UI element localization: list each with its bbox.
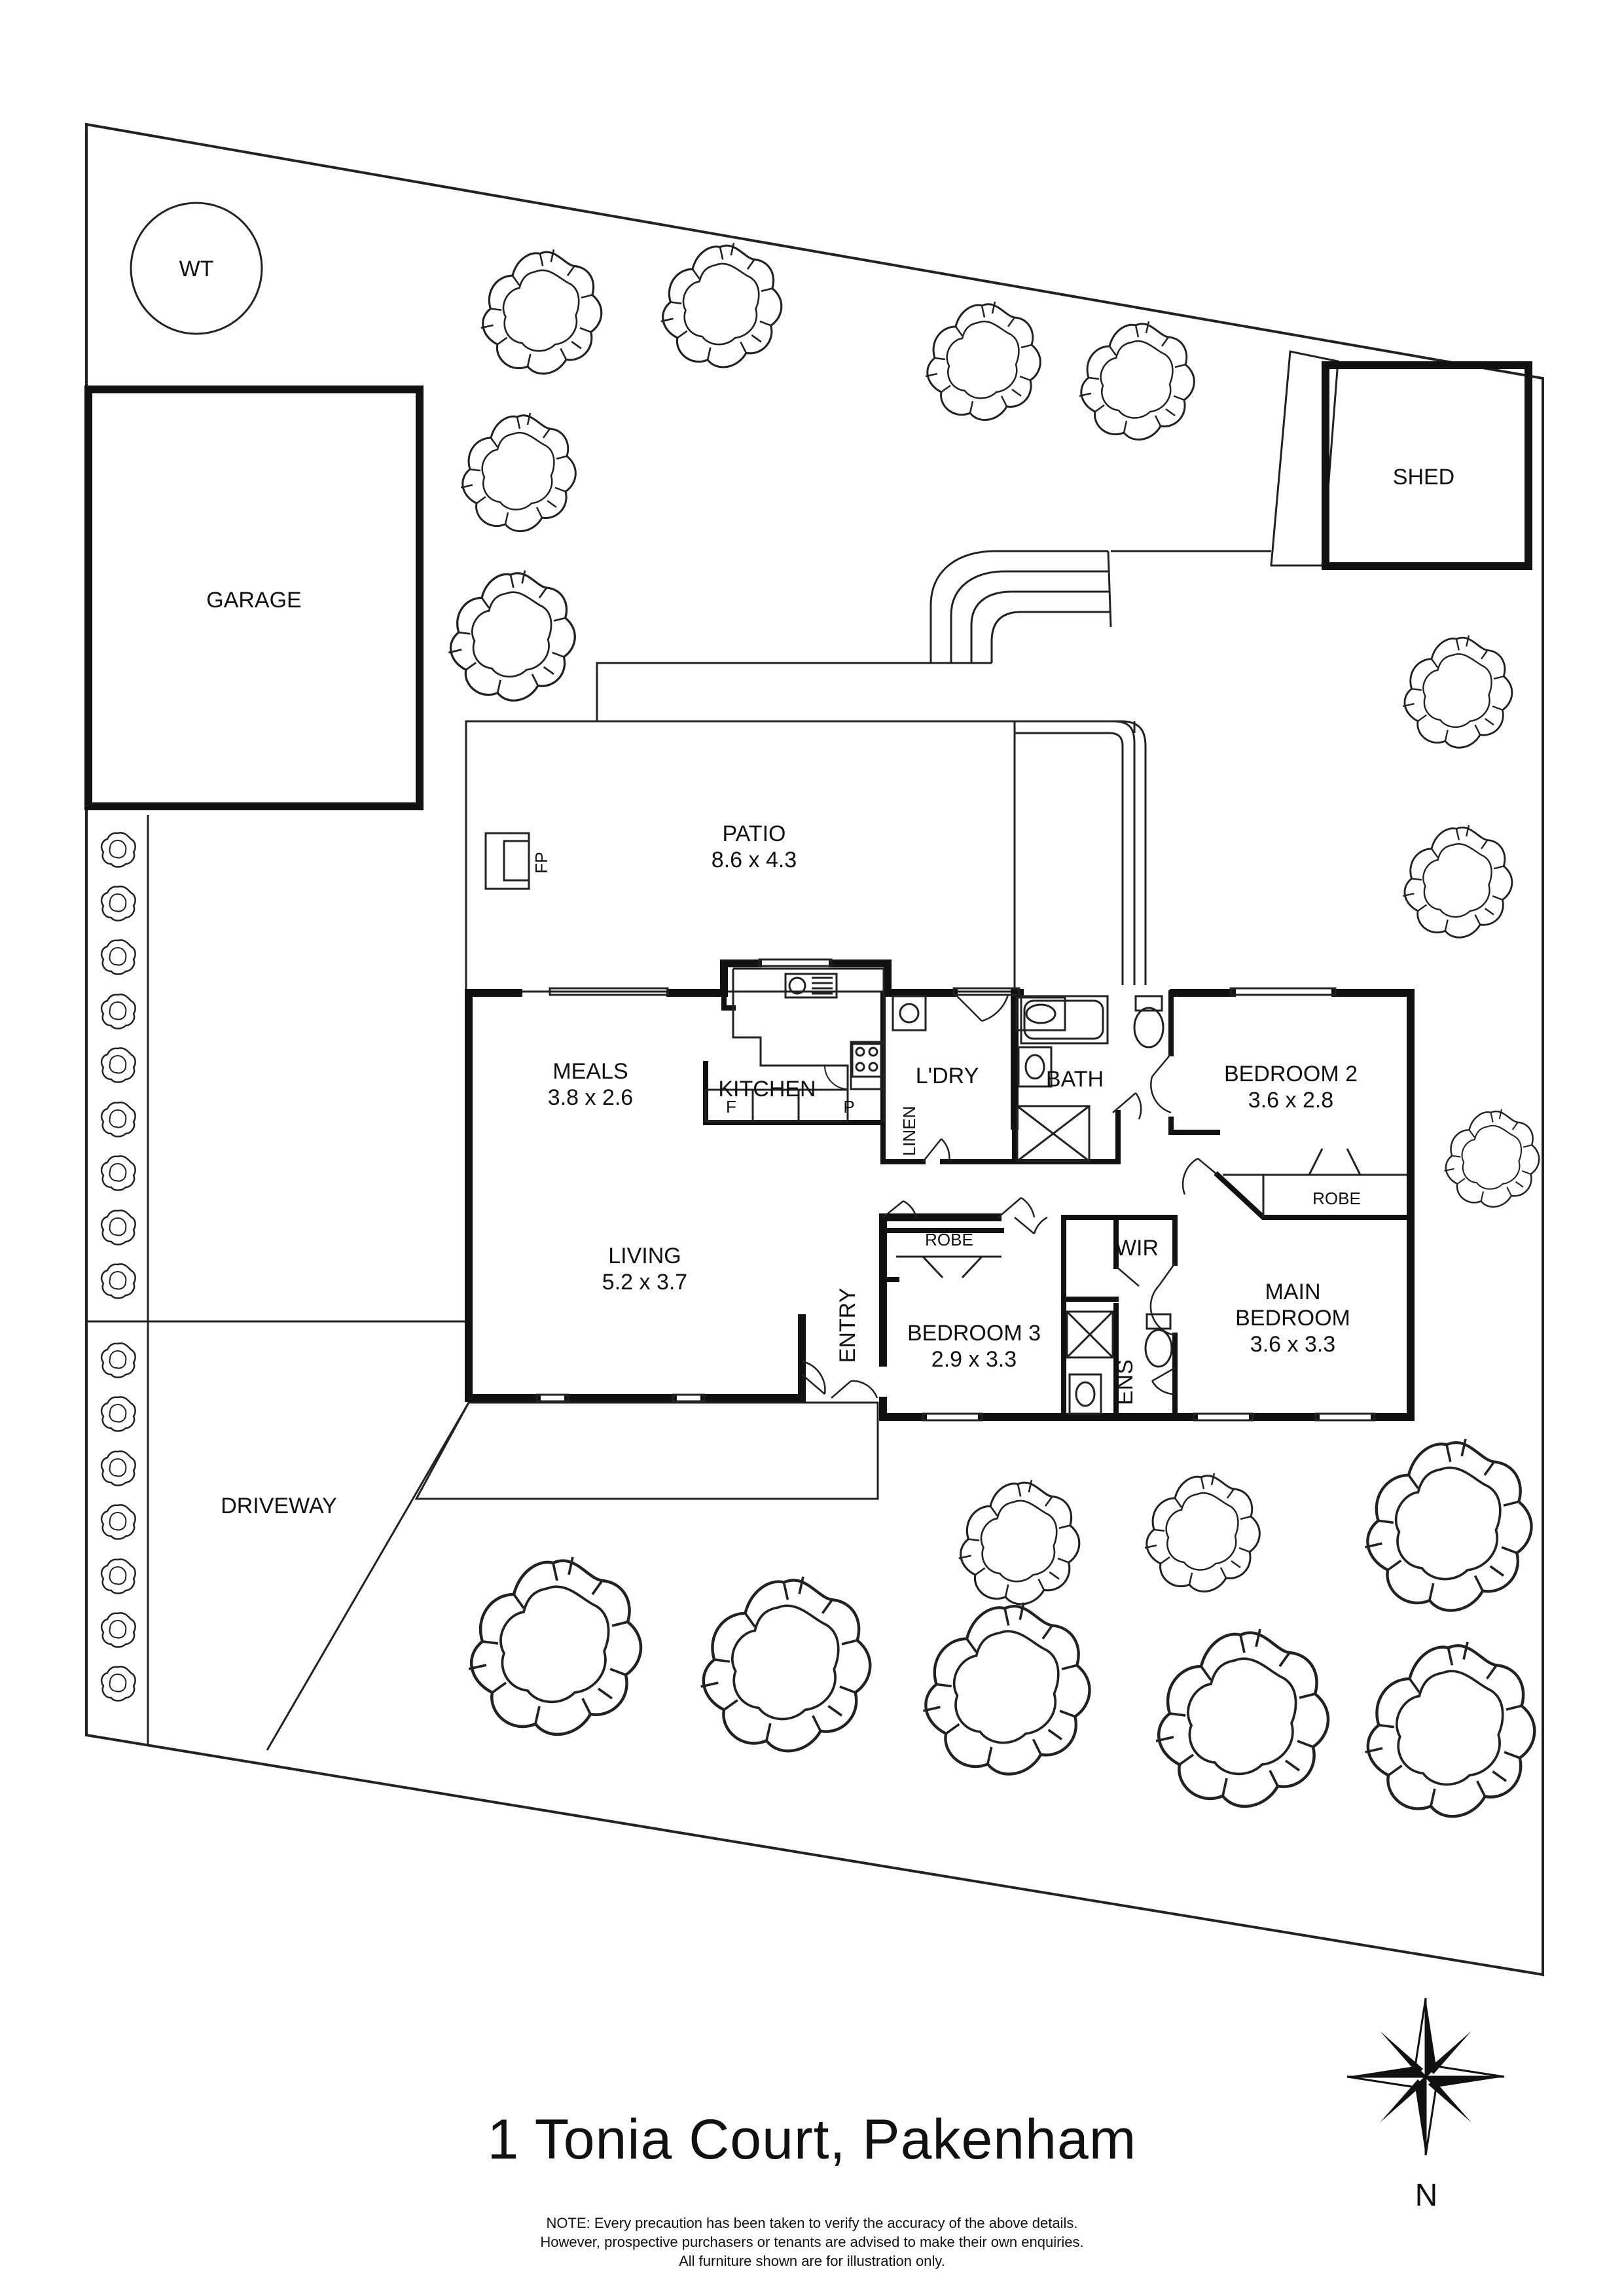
driveway-lines — [86, 815, 470, 1751]
patio-size: 8.6 x 4.3 — [712, 848, 797, 872]
windows — [535, 958, 1376, 1422]
garage-outline — [84, 386, 424, 810]
compass-north-label: N — [1415, 2178, 1438, 2213]
driveway-label: DRIVEWAY — [221, 1494, 337, 1518]
shed-label: SHED — [1393, 465, 1454, 490]
patio-area — [465, 720, 1016, 993]
main-bedroom-size: 3.6 x 3.3 — [1250, 1332, 1335, 1357]
ensuite-label: ENS — [1113, 1359, 1138, 1405]
water-tank-circle — [130, 202, 263, 335]
disclaimer-line-3: All furniture shown are for illustration… — [679, 2253, 945, 2269]
meals-size: 3.8 x 2.6 — [548, 1085, 633, 1110]
fridge-label: F — [726, 1097, 736, 1117]
disclaimer-line-1: NOTE: Every precaution has been taken to… — [546, 2215, 1078, 2231]
shrub-row — [100, 832, 136, 1702]
bedroom2-size: 3.6 x 2.8 — [1248, 1088, 1333, 1113]
robe-bedroom2-label: ROBE — [1312, 1189, 1361, 1208]
entry-porch — [414, 1401, 879, 1500]
doors — [801, 992, 1218, 1399]
compass-rose-icon — [1346, 1998, 1505, 2156]
bath-label: BATH — [1046, 1067, 1104, 1092]
robes — [896, 1148, 1407, 1279]
fireplace-icon — [484, 832, 530, 890]
property-boundary — [85, 122, 1544, 1977]
living-size: 5.2 x 3.7 — [602, 1270, 687, 1295]
disclaimer-note: NOTE: Every precaution has been taken to… — [0, 2214, 1624, 2270]
kitchen-label: KITCHEN — [718, 1077, 816, 1102]
trees — [447, 242, 1540, 1816]
bedroom3-label: BEDROOM 3 — [907, 1321, 1041, 1346]
bedroom2-label: BEDROOM 2 — [1224, 1062, 1358, 1086]
meals-label: MEALS — [552, 1059, 628, 1084]
shed-outline — [1322, 361, 1532, 570]
wir-label: WIR — [1115, 1236, 1159, 1261]
linen-label: LINEN — [899, 1106, 919, 1157]
robe-bedroom3-label: ROBE — [925, 1230, 973, 1249]
house-walls — [465, 960, 1415, 1421]
garage-label: GARAGE — [206, 588, 301, 613]
deck-and-steps — [596, 550, 1271, 985]
bedroom3-size: 2.9 x 3.3 — [931, 1347, 1017, 1372]
entry-label: ENTRY — [835, 1288, 860, 1363]
fireplace-label: FP — [532, 852, 551, 873]
living-label: LIVING — [608, 1244, 681, 1268]
main-bedroom-label-line2: BEDROOM — [1235, 1306, 1350, 1331]
kitchen-joinery — [704, 967, 885, 1122]
property-address-title: 1 Tonia Court, Pakenham — [487, 2108, 1137, 2171]
water-tank-label: WT — [179, 257, 214, 281]
laundry-label: L'DRY — [916, 1064, 979, 1088]
patio-label: PATIO — [723, 821, 786, 846]
wet-area-fixtures — [892, 995, 1173, 1415]
disclaimer-line-2: However, prospective purchasers or tenan… — [540, 2234, 1084, 2250]
main-bedroom-label-line1: MAIN — [1265, 1280, 1321, 1304]
pantry-label: P — [843, 1097, 854, 1117]
